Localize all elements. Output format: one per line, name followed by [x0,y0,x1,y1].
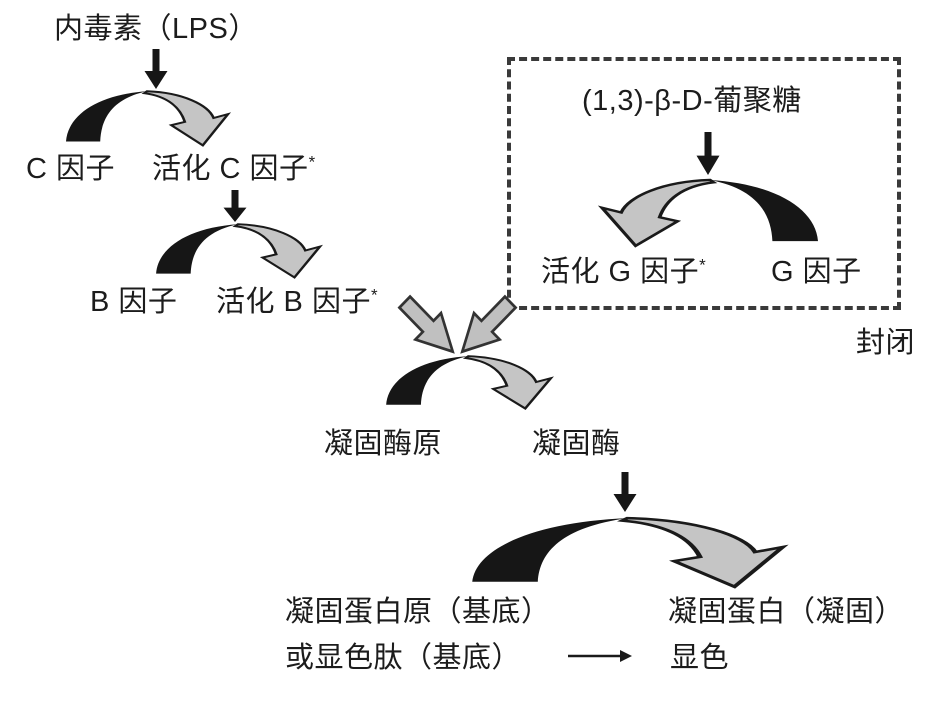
node-factor-g-label: G 因子 [771,256,862,288]
node-factor-c-activated-label: 活化 C 因子* [152,152,316,186]
node-clotting-enzyme-label: 凝固酶 [532,428,621,460]
node-factor-b-label: B 因子 [90,286,178,318]
conversion-arc-icon [64,89,230,147]
node-factor-c-label: C 因子 [26,153,116,185]
node-factor-g-activated-label: 活化 G 因子* [541,255,706,289]
node-color-development-label: 显色 [670,642,730,674]
node-coagulogen-label: 凝固蛋白原（基底） [285,596,551,628]
node-proclotting-enzyme-label: 凝固酶原 [324,428,443,460]
down-arrow-icon [696,132,720,175]
down-arrow-icon [223,190,247,222]
node-factor-b-activated-label: 活化 B 因子* [216,285,378,319]
conversion-arc-mirrored-icon [600,178,820,248]
blocked-pathway-box [507,57,901,310]
down-arrow-icon [144,49,168,89]
node-chromogenic-substrate-label: 或显色肽（基底） [285,642,522,674]
blocked-label: 封闭 [856,327,916,359]
activated-asterisk: * [370,285,379,305]
factor-b-activated-text: 活化 B 因子 [216,286,371,318]
down-arrow-icon [613,472,637,512]
node-endotoxin-label: 内毒素（LPS） [54,13,258,45]
activated-asterisk: * [699,255,707,275]
right-arrow-icon [566,648,634,664]
converge-arrow-icon [460,295,517,353]
factor-g-activated-text: 活化 G 因子 [541,256,700,288]
converge-arrow-icon [398,295,455,353]
node-glucan-label: (1,3)-β-D-葡聚糖 [582,85,802,117]
factor-c-activated-text: 活化 C 因子 [152,153,309,185]
activated-asterisk: * [308,152,316,172]
conversion-arc-icon [384,354,553,410]
conversion-arc-icon [455,514,800,590]
node-coagulin-label: 凝固蛋白（凝固） [668,596,905,628]
conversion-arc-icon [154,222,322,279]
